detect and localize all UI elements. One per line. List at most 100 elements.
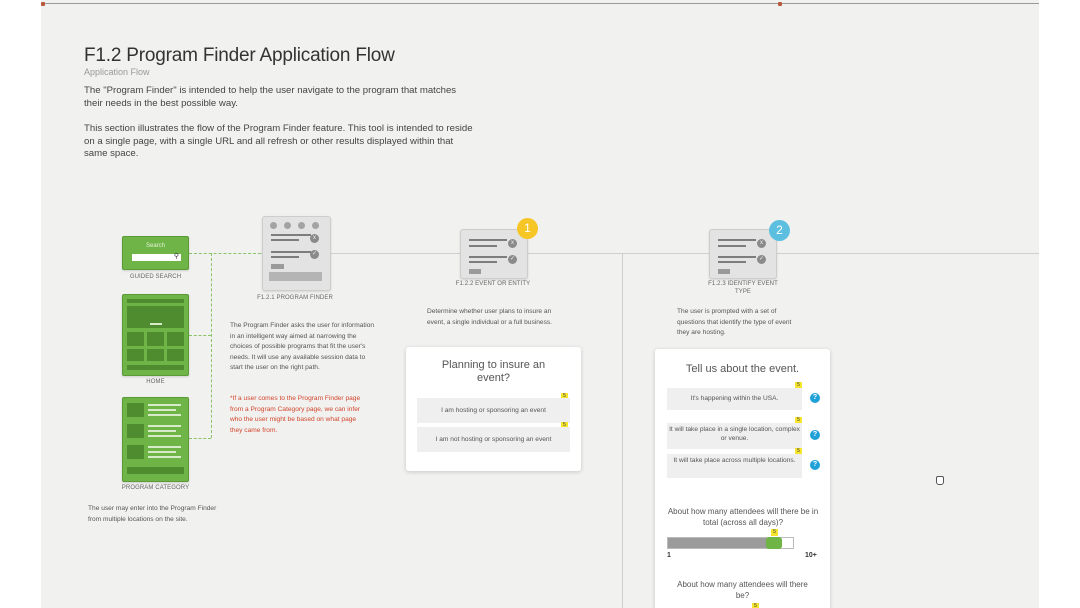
search-icon: ⚲: [173, 253, 179, 260]
ghost-line: [469, 239, 507, 241]
window-dot-2: [284, 222, 291, 229]
attendees-question: About how many attendees will there be?: [677, 580, 808, 600]
category-image-2: [127, 424, 144, 438]
step3-label: F1.2.3 IDENTIFY EVENT TYPE: [708, 281, 778, 295]
step3-description: The user is prompted with a set of quest…: [677, 308, 792, 337]
home-tile-3: [167, 332, 184, 346]
home-tile-2: [147, 332, 164, 346]
category-line-2: [148, 409, 176, 411]
slider-handle[interactable]: [766, 537, 782, 549]
program-category-caption: PROGRAM CATEGORY: [121, 485, 190, 491]
program-category-thumbnail[interactable]: [122, 397, 189, 482]
step-number-badge: 2: [769, 220, 790, 241]
intro-paragraph-2: This section illustrates the flow of the…: [84, 123, 473, 160]
connector-vertical: [211, 253, 212, 438]
category-line-5: [148, 430, 176, 432]
program-finder-thumbnail[interactable]: x ✓: [262, 216, 331, 291]
step1-description: The Program Finder asks the user for inf…: [230, 322, 375, 372]
flow-canvas: F1.2 Program Finder Application Flow App…: [41, 0, 1039, 608]
intro-paragraph-1: The "Program Finder" is intended to help…: [84, 85, 457, 109]
event-question-card: Planning to insure an event? 5 I am host…: [406, 347, 581, 471]
check-icon: ✓: [508, 255, 517, 264]
attendees-total-question: About how many attendees will there be i…: [667, 507, 819, 527]
ghost-block: [718, 269, 730, 274]
category-image-3: [127, 445, 144, 459]
option-not-hosting[interactable]: I am not hosting or sponsoring an event: [417, 427, 570, 452]
search-label: Search: [145, 243, 165, 249]
event-question: Planning to insure an event?: [441, 359, 546, 384]
ghost-line: [271, 239, 299, 241]
ghost-line: [718, 256, 756, 258]
flag-icon: 5: [771, 529, 778, 536]
category-line-1: [148, 404, 181, 406]
close-icon: x: [757, 239, 766, 248]
identify-event-type-thumbnail[interactable]: x ✓: [709, 229, 777, 279]
option-hosting[interactable]: I am hosting or sponsoring an event: [417, 398, 570, 423]
flow-divider: [622, 253, 623, 608]
event-heading: Tell us about the event.: [685, 363, 800, 375]
flag-icon: 5: [795, 417, 802, 424]
flow-line: [261, 253, 1039, 254]
ghost-block: [469, 269, 481, 274]
category-line-7: [148, 446, 181, 448]
help-icon[interactable]: ?: [810, 430, 820, 440]
home-thumbnail[interactable]: [122, 294, 189, 376]
home-text-1: [127, 349, 144, 361]
page-title: F1.2 Program Finder Application Flow: [84, 45, 395, 66]
ghost-line: [469, 245, 497, 247]
slider-fill: [668, 538, 768, 548]
category-line-9: [148, 456, 181, 458]
home-text-2: [147, 349, 164, 361]
step2-description: Determine whether user plans to insure a…: [427, 308, 552, 326]
window-dot-1: [270, 222, 277, 229]
option-multiple-locations[interactable]: It will take place across multiple locat…: [667, 454, 802, 478]
home-hero-dots: [150, 323, 162, 325]
flag-icon: 5: [561, 422, 568, 429]
connector-search: [189, 253, 261, 254]
event-or-entity-thumbnail[interactable]: x ✓: [460, 229, 528, 279]
ghost-line: [271, 234, 311, 236]
home-nav: [127, 299, 184, 303]
ghost-line: [271, 251, 311, 253]
category-line-8: [148, 451, 176, 453]
entry-note: The user may enter into the Program Find…: [88, 505, 217, 523]
rule-marker-right: [778, 2, 782, 6]
help-icon[interactable]: ?: [810, 460, 820, 470]
home-tile-1: [127, 332, 144, 346]
mouse-cursor: [936, 476, 944, 485]
home-text-3: [167, 349, 184, 361]
flag-icon: 5: [561, 393, 568, 400]
close-icon: x: [310, 234, 319, 243]
ghost-footer: [269, 272, 322, 281]
home-hero: [127, 306, 184, 328]
step1-label: F1.2.1 PROGRAM FINDER: [257, 295, 333, 301]
event-details-card: Tell us about the event. 5 It's happenin…: [655, 349, 830, 608]
option-usa[interactable]: It's happening within the USA.: [667, 388, 802, 410]
category-footer: [127, 467, 184, 474]
guided-search-caption: GUIDED SEARCH: [129, 274, 182, 280]
category-line-3: [148, 414, 181, 416]
rule-marker-left: [41, 2, 45, 6]
window-dot-3: [298, 222, 305, 229]
check-icon: ✓: [757, 255, 766, 264]
home-caption: HOME: [146, 379, 165, 385]
guided-search-thumbnail[interactable]: Search ⚲: [122, 236, 189, 270]
slider-min-label: 1: [667, 552, 671, 559]
window-dot-4: [312, 222, 319, 229]
connector-home: [189, 335, 211, 336]
option-single-location[interactable]: It will take place in a single location,…: [667, 423, 802, 449]
ghost-line: [469, 261, 497, 263]
help-icon[interactable]: ?: [810, 393, 820, 403]
ghost-line: [271, 256, 299, 258]
flag-icon: 5: [795, 448, 802, 455]
step2-label: F1.2.2 EVENT OR ENTITY: [455, 281, 531, 287]
slider-max-label: 10+: [805, 552, 817, 559]
ghost-line: [469, 256, 507, 258]
close-icon: x: [508, 239, 517, 248]
ghost-block: [271, 264, 284, 269]
ghost-line: [718, 245, 746, 247]
page-subtitle: Application Flow: [84, 67, 150, 77]
flag-icon: 5: [795, 382, 802, 389]
attendees-slider[interactable]: 5: [667, 529, 794, 549]
flag-icon: 5: [752, 603, 759, 608]
